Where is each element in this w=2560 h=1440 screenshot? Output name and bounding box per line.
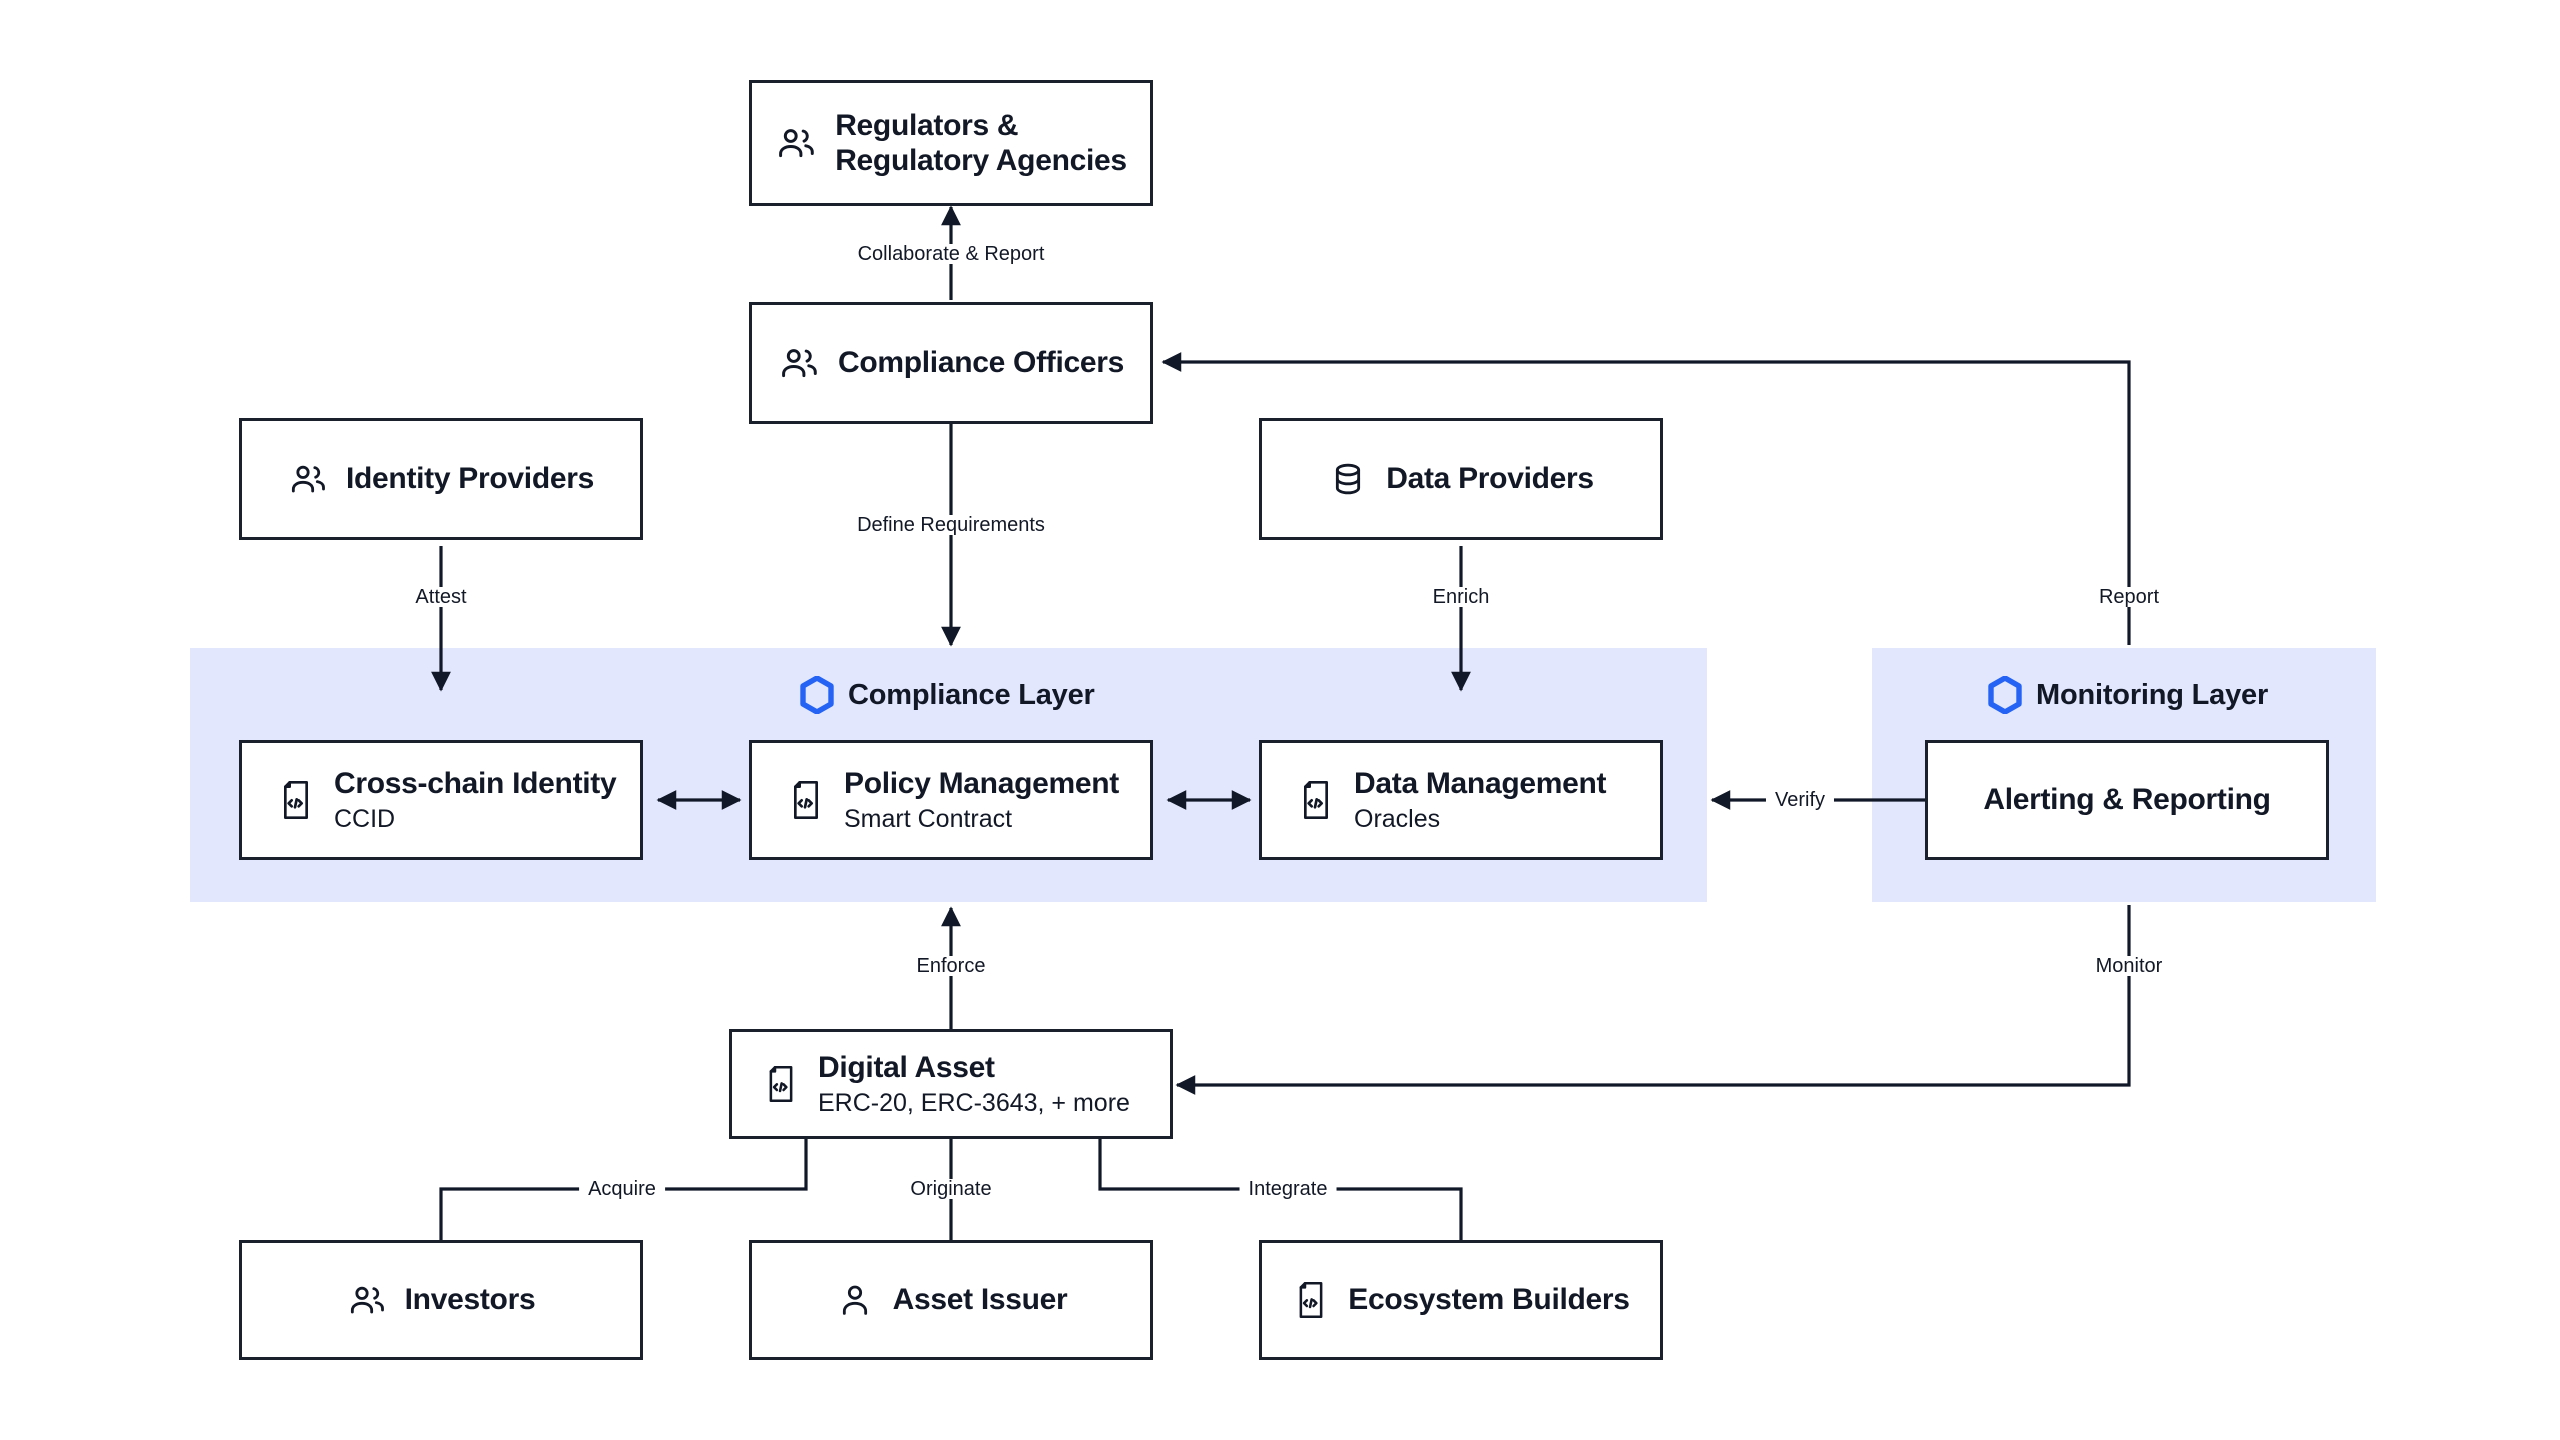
edge-label-collaborate-report: Collaborate & Report bbox=[848, 244, 1054, 264]
compliance-layer-label: Compliance Layer bbox=[848, 678, 1095, 711]
node-digital-asset[interactable]: Digital Asset ERC-20, ERC-3643, + more bbox=[729, 1029, 1173, 1139]
edge-label-enrich: Enrich bbox=[1423, 587, 1499, 607]
node-data-management-subtitle: Oracles bbox=[1354, 804, 1441, 833]
edge-label-enforce: Enforce bbox=[907, 956, 995, 976]
node-compliance-officers-title: Compliance Officers bbox=[837, 346, 1125, 380]
monitoring-layer-title: Monitoring Layer bbox=[1988, 676, 2268, 714]
node-ecosystem-builders[interactable]: Ecosystem Builders bbox=[1259, 1240, 1663, 1360]
hexagon-icon bbox=[800, 676, 834, 714]
node-compliance-officers[interactable]: Compliance Officers bbox=[749, 302, 1153, 424]
contract-code-icon bbox=[276, 778, 316, 822]
edge-label-monitor: Monitor bbox=[2086, 956, 2172, 976]
node-ecosystem-builders-text: Ecosystem Builders bbox=[1348, 1282, 1630, 1317]
node-policy-management-subtitle: Smart Contract bbox=[844, 804, 1013, 833]
hexagon-icon bbox=[1988, 676, 2022, 714]
node-asset-issuer[interactable]: Asset Issuer bbox=[749, 1240, 1153, 1360]
user-icon bbox=[835, 1280, 875, 1320]
compliance-layer-title: Compliance Layer bbox=[800, 676, 1095, 714]
node-investors[interactable]: Investors bbox=[239, 1240, 643, 1360]
node-cross-chain-identity-title: Cross-chain Identity bbox=[334, 767, 617, 801]
node-digital-asset-subtitle: ERC-20, ERC-3643, + more bbox=[818, 1088, 1130, 1117]
node-ecosystem-builders-title: Ecosystem Builders bbox=[1348, 1283, 1630, 1317]
contract-code-icon bbox=[786, 778, 826, 822]
users-icon bbox=[775, 122, 817, 164]
node-alerting-reporting[interactable]: Alerting & Reporting bbox=[1925, 740, 2329, 860]
node-investors-title: Investors bbox=[404, 1283, 536, 1317]
edge-label-integrate: Integrate bbox=[1239, 1179, 1337, 1199]
node-alerting-reporting-text: Alerting & Reporting bbox=[1983, 782, 2271, 817]
edge-label-attest: Attest bbox=[406, 587, 476, 607]
node-data-providers-title: Data Providers bbox=[1386, 462, 1594, 496]
contract-code-icon bbox=[1292, 1279, 1330, 1321]
node-data-providers-text: Data Providers bbox=[1386, 461, 1594, 496]
node-alerting-reporting-title: Alerting & Reporting bbox=[1983, 783, 2271, 817]
node-regulators-title: Regulators & Regulatory Agencies bbox=[835, 108, 1127, 177]
node-regulators[interactable]: Regulators & Regulatory Agencies bbox=[749, 80, 1153, 206]
edge-label-originate: Originate bbox=[901, 1179, 1001, 1199]
users-icon bbox=[778, 342, 820, 384]
node-asset-issuer-title: Asset Issuer bbox=[892, 1283, 1068, 1317]
contract-code-icon bbox=[1296, 778, 1336, 822]
node-data-management-title: Data Management bbox=[1354, 767, 1607, 801]
edge-label-define-requirements: Define Requirements bbox=[848, 515, 1054, 535]
database-icon bbox=[1328, 459, 1368, 499]
users-icon bbox=[288, 459, 328, 499]
edge-label-verify: Verify bbox=[1765, 790, 1835, 810]
edge-label-report: Report bbox=[2089, 587, 2169, 607]
node-asset-issuer-text: Asset Issuer bbox=[893, 1282, 1068, 1317]
node-cross-chain-identity[interactable]: Cross-chain Identity CCID bbox=[239, 740, 643, 860]
edge-monitor bbox=[1175, 905, 2131, 1095]
node-digital-asset-title: Digital Asset bbox=[818, 1051, 995, 1085]
node-compliance-officers-text: Compliance Officers bbox=[838, 345, 1124, 380]
node-data-providers[interactable]: Data Providers bbox=[1259, 418, 1663, 540]
node-cross-chain-identity-text: Cross-chain Identity CCID bbox=[334, 766, 617, 833]
node-identity-providers[interactable]: Identity Providers bbox=[239, 418, 643, 540]
monitoring-layer-label: Monitoring Layer bbox=[2036, 678, 2269, 711]
node-digital-asset-text: Digital Asset ERC-20, ERC-3643, + more bbox=[818, 1050, 1130, 1117]
node-investors-text: Investors bbox=[405, 1282, 536, 1317]
node-policy-management[interactable]: Policy Management Smart Contract bbox=[749, 740, 1153, 860]
edge-label-acquire: Acquire bbox=[579, 1179, 665, 1199]
node-policy-management-text: Policy Management Smart Contract bbox=[844, 766, 1119, 833]
users-icon bbox=[347, 1280, 387, 1320]
contract-code-icon bbox=[762, 1063, 800, 1105]
node-identity-providers-text: Identity Providers bbox=[346, 461, 594, 496]
node-cross-chain-identity-subtitle: CCID bbox=[334, 804, 396, 833]
node-data-management[interactable]: Data Management Oracles bbox=[1259, 740, 1663, 860]
node-regulators-text: Regulators & Regulatory Agencies bbox=[835, 108, 1127, 179]
node-identity-providers-title: Identity Providers bbox=[345, 462, 594, 496]
node-policy-management-title: Policy Management bbox=[844, 767, 1119, 801]
node-data-management-text: Data Management Oracles bbox=[1354, 766, 1607, 833]
